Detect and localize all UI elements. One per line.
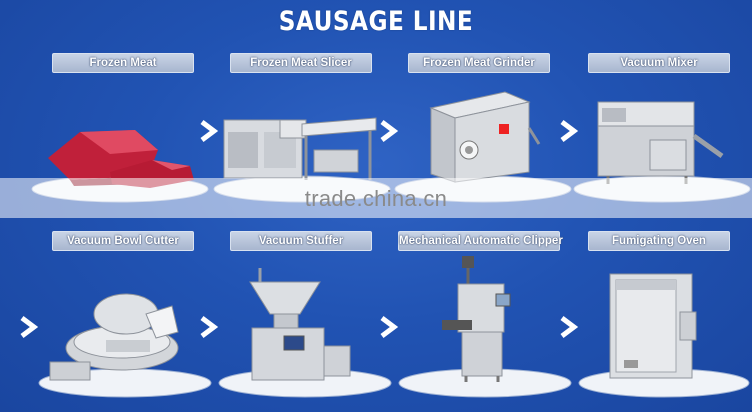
step-label-mechanical-automatic-clipper: Mechanical Automatic Clipper — [398, 231, 563, 251]
banner-title: SAUSAGE LINE — [278, 6, 474, 37]
step-label-vacuum-bowl-cutter: Vacuum Bowl Cutter — [52, 231, 194, 251]
watermark-text: trade.china.cn — [304, 186, 448, 211]
chevron-right-icon — [560, 120, 579, 142]
step-label-frozen-meat-grinder: Frozen Meat Grinder — [408, 53, 550, 73]
vacuum-stuffer-machine-image — [249, 268, 351, 381]
chevron-right-icon — [200, 316, 219, 338]
chevron-right-icon — [380, 316, 399, 338]
step-label-frozen-meat-slicer: Frozen Meat Slicer — [230, 53, 372, 73]
meat-grinder-machine-image — [429, 91, 541, 183]
watermark-band — [0, 178, 752, 218]
chevron-right-icon — [560, 316, 579, 338]
chevron-right-icon — [380, 120, 399, 142]
clipper-machine-image — [442, 256, 511, 382]
step-label-frozen-meat: Frozen Meat — [52, 53, 194, 73]
step-label-vacuum-mixer: Vacuum Mixer — [588, 53, 730, 73]
step-label-fumigating-oven: Fumigating Oven — [588, 231, 730, 251]
vacuum-mixer-machine-image — [597, 101, 724, 184]
chevron-right-icon — [200, 120, 219, 142]
chevron-right-icon — [20, 316, 39, 338]
fumigating-oven-image — [609, 273, 697, 379]
bowl-cutter-machine-image — [49, 293, 179, 381]
step-label-vacuum-stuffer: Vacuum Stuffer — [230, 231, 372, 251]
meat-slicer-machine-image — [223, 117, 377, 180]
